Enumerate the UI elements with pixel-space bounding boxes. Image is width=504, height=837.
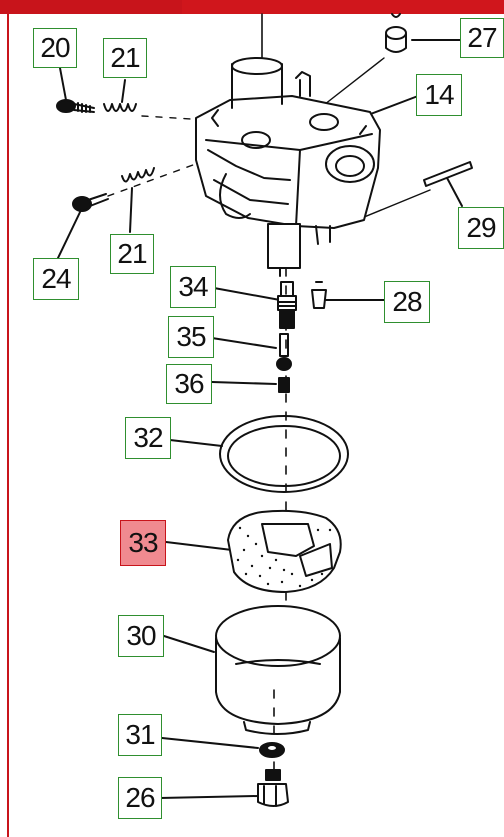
part-28-jet: [311, 281, 327, 309]
part-36-spring: [278, 377, 290, 393]
callout-21-top[interactable]: 21: [103, 38, 147, 78]
leader-30: [163, 635, 215, 653]
axis-left-screw2: [107, 157, 213, 197]
callout-26[interactable]: 26: [118, 777, 162, 819]
leader-32: [169, 439, 223, 447]
leader-20: [59, 67, 67, 101]
callout-21-bottom[interactable]: 21: [110, 234, 154, 274]
callout-34[interactable]: 34: [170, 266, 216, 308]
carburetor-body: [195, 57, 381, 277]
callout-29[interactable]: 29: [458, 207, 504, 249]
leader-24: [57, 207, 83, 259]
leader-29: [445, 175, 463, 207]
callout-30[interactable]: 30: [118, 615, 164, 657]
callout-36[interactable]: 36: [166, 364, 212, 404]
part-29-pin: [423, 161, 473, 187]
leader-21b: [129, 187, 133, 233]
part-32-gasket-ring: [219, 415, 349, 493]
callout-14[interactable]: 14: [416, 74, 462, 116]
part-30-bowl: [215, 605, 341, 735]
part-20-screw: [56, 99, 95, 113]
part-21-spring-a: [103, 103, 137, 112]
leader-26: [159, 795, 259, 799]
top-header-bar: [0, 0, 504, 14]
axis-left-screw: [141, 115, 209, 121]
callout-31[interactable]: 31: [118, 714, 162, 756]
axis-right: [319, 57, 385, 109]
leader-36: [211, 381, 277, 385]
leader-34: [213, 287, 281, 301]
part-27-cap: [385, 13, 407, 53]
leader-21a: [121, 79, 126, 103]
part-34-jet: [277, 281, 297, 329]
callout-27[interactable]: 27: [460, 18, 504, 58]
leader-35: [211, 337, 277, 349]
part-35-needle: [276, 333, 292, 371]
callout-32[interactable]: 32: [125, 417, 171, 459]
header-highlight: [182, 0, 504, 14]
leader-33: [165, 541, 233, 551]
part-31-washer: [259, 742, 285, 758]
part-24-screw: [72, 193, 109, 212]
part-33-float: [227, 509, 342, 593]
callout-33-highlighted[interactable]: 33: [120, 520, 166, 566]
part-26-drain-plug: [257, 769, 289, 807]
leader-31: [161, 737, 259, 749]
callout-28[interactable]: 28: [384, 281, 430, 323]
part-21-spring-b: [121, 167, 155, 183]
callout-24[interactable]: 24: [33, 258, 79, 300]
callout-20[interactable]: 20: [33, 28, 77, 68]
callout-35[interactable]: 35: [168, 316, 214, 358]
left-border-rule: [7, 14, 9, 837]
